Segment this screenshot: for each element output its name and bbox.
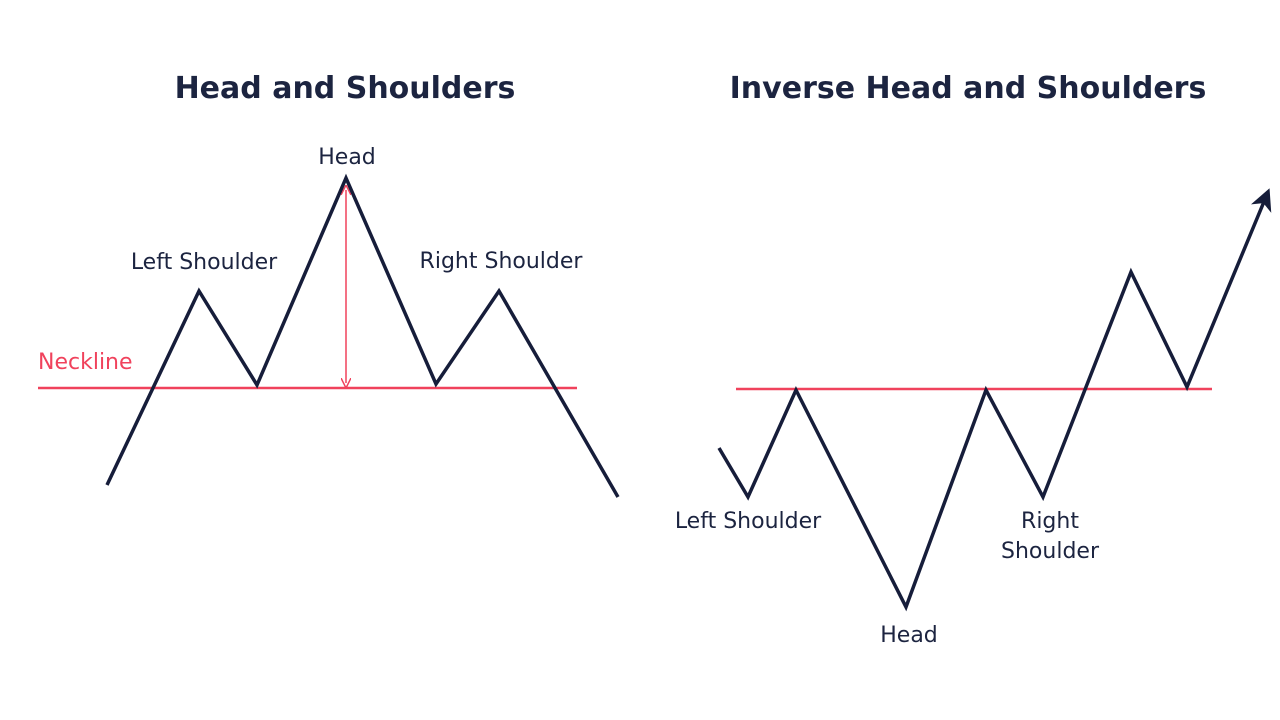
right-diagram-title: Inverse Head and Shoulders [730,71,1207,106]
inverse-head-label: Head [880,623,938,648]
price-line-inverse-head-and-shoulders [717,188,1272,612]
neckline-label: Neckline [38,350,133,375]
inverse-right-shoulder-label-line1: Right [1021,509,1079,534]
right-shoulder-label: Right Shoulder [420,249,584,274]
inverse-left-shoulder-label: Left Shoulder [675,509,822,534]
inverse-head-and-shoulders-diagram: Inverse Head and Shoulders Left Shoulder… [675,71,1272,648]
left-diagram-title: Head and Shoulders [175,71,516,106]
head-and-shoulders-diagram: Head and Shoulders Neckline Head Left Sh… [38,71,620,498]
left-shoulder-label: Left Shoulder [131,250,278,275]
price-line-head-and-shoulders [105,173,620,498]
head-label: Head [318,145,376,170]
inverse-right-shoulder-label-line2: Shoulder [1001,539,1100,564]
